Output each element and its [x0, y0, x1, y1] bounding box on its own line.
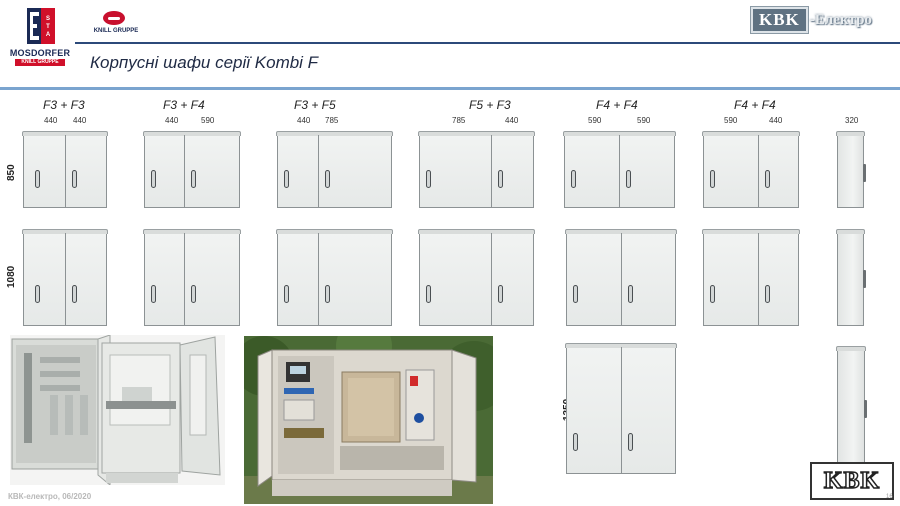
title-rule	[0, 87, 900, 90]
height-label: 850	[6, 164, 17, 181]
width-label: 590	[588, 116, 602, 125]
door-handle-icon	[571, 170, 576, 188]
combo-label: F3 + F5	[294, 98, 336, 112]
page-number: 16	[886, 494, 893, 500]
door-handle-icon	[191, 285, 196, 303]
door-handle-icon	[72, 170, 77, 188]
door-handle-icon	[284, 170, 289, 188]
cabinet-f3-f3-850	[22, 131, 108, 208]
door-handle-icon	[151, 170, 156, 188]
door-handle-icon	[628, 285, 633, 303]
mosdorfer-sub-brand: KNILL GRUPPE	[15, 59, 65, 66]
door-handle-icon	[628, 433, 633, 451]
door-handle-icon	[191, 170, 196, 188]
mosdorfer-brand: MOSDORFER	[9, 48, 71, 58]
width-label: 590	[724, 116, 738, 125]
kvk-footer-logo: KBK	[810, 462, 894, 500]
width-label-side: 320	[845, 116, 859, 125]
cabinet-f4-f4-1080	[565, 229, 677, 326]
installed-cabinet-photo	[244, 336, 493, 504]
width-label: 440	[44, 116, 58, 125]
combo-label: F5 + F3	[469, 98, 511, 112]
svg-text:A: A	[46, 32, 51, 38]
width-label: 440	[297, 116, 311, 125]
cabinet-f3-f4-1080	[143, 229, 241, 326]
footer-copyright: КВК-електро, 06/2020	[8, 492, 92, 501]
combo-label: F4 + F4	[596, 98, 638, 112]
open-cabinet-photo	[10, 335, 225, 485]
knill-gruppe-logo: KNILL GRUPPE	[85, 11, 145, 37]
door-handle-icon	[573, 285, 578, 303]
door-handle-icon	[498, 285, 503, 303]
width-label: 785	[325, 116, 339, 125]
width-label: 590	[637, 116, 651, 125]
door-handle-icon	[498, 170, 503, 188]
cabinet-side-view-850	[836, 131, 866, 208]
cabinet-f4-f3-1080	[702, 229, 800, 326]
cabinet-side-view-1350	[836, 346, 867, 475]
door-handle-icon	[325, 170, 330, 188]
header-divider	[75, 42, 900, 44]
width-label: 785	[452, 116, 466, 125]
svg-text:T: T	[46, 24, 50, 30]
door-handle-icon	[426, 170, 431, 188]
combo-label: F4 + F4	[734, 98, 776, 112]
open-cabinet-illustration	[10, 335, 225, 485]
esta-mosdorfer-logo: S T A MOSDORFER KNILL GRUPPE	[9, 6, 71, 68]
combo-label: F3 + F4	[163, 98, 205, 112]
height-label: 1080	[6, 265, 17, 288]
width-label: 590	[201, 116, 215, 125]
door-handle-icon	[284, 285, 289, 303]
door-handle-icon	[35, 170, 40, 188]
width-label: 440	[165, 116, 179, 125]
kvk-footer-logo-text: KBK	[823, 467, 881, 495]
cabinet-f3-f3-1080	[22, 229, 108, 326]
kvk-logo-suffix: -Електро	[809, 11, 872, 28]
cabinet-f4-f4-850	[563, 131, 676, 208]
cabinet-f3-f5-850	[276, 131, 393, 208]
page-title: Корпусні шафи серії Kombi F	[90, 53, 319, 72]
combo-label: F3 + F3	[43, 98, 85, 112]
width-label: 440	[73, 116, 87, 125]
cabinet-f3-f5-1080	[276, 229, 393, 326]
cabinet-f3-f4-850	[143, 131, 241, 208]
installed-cabinet-illustration	[244, 336, 493, 504]
esta-logo-icon: S T A	[27, 8, 55, 44]
door-handle-icon	[325, 285, 330, 303]
door-handle-icon	[426, 285, 431, 303]
cabinet-f4-f3-850	[702, 131, 800, 208]
cabinet-f5-f3-1080	[418, 229, 535, 326]
knill-brand: KNILL GRUPPE	[93, 28, 139, 34]
door-handle-icon	[35, 285, 40, 303]
door-handle-icon	[72, 285, 77, 303]
width-label: 440	[769, 116, 783, 125]
kvk-logo-box: KBK	[751, 7, 808, 33]
knill-logo-icon	[103, 11, 125, 25]
door-handle-icon	[626, 170, 631, 188]
cabinet-f4-f4-1350	[565, 343, 677, 474]
door-handle-icon	[765, 285, 770, 303]
kvk-elektro-logo: KBK -Електро	[751, 7, 872, 33]
cabinet-side-view-1080	[836, 229, 866, 326]
door-handle-icon	[151, 285, 156, 303]
door-handle-icon	[573, 433, 578, 451]
door-handle-icon	[765, 170, 770, 188]
door-handle-icon	[710, 170, 715, 188]
width-label: 440	[505, 116, 519, 125]
door-handle-icon	[710, 285, 715, 303]
svg-text:S: S	[46, 16, 50, 22]
cabinet-f5-f3-850	[418, 131, 535, 208]
